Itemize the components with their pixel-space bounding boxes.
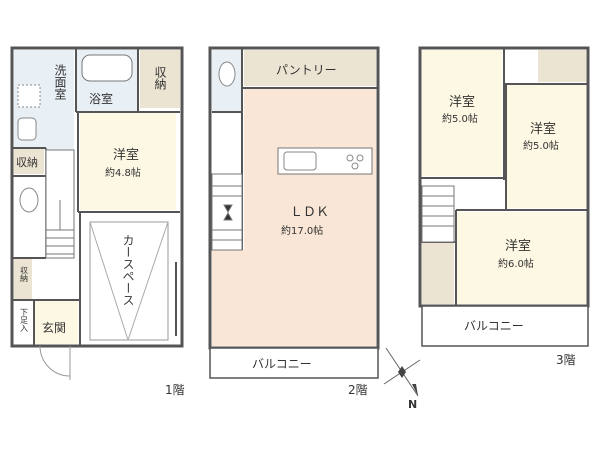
storage-top [140,50,180,108]
sink-icon [283,151,317,171]
room-c-label: 洋室 [505,238,531,254]
floor1-outline [10,46,184,348]
ldk-size: 約17.0帖 [281,224,323,237]
pantry [244,50,376,86]
stairs-floor3 [421,185,455,243]
western-room-a [422,50,502,176]
pantry-label: パントリー [276,63,337,77]
ldk-room [244,88,376,346]
entrance-label: 玄関 [42,320,66,335]
floor-3: 洋室 約5.0帖 洋室 約5.0帖 洋室 約6.0帖 バルコニー 3階 [418,46,590,367]
washbasin-icon [17,117,37,141]
closet-3a [538,50,586,82]
bathroom-label: 浴室 [89,91,113,106]
entrance [34,300,78,344]
floor2-level-label: 2階 [348,382,368,397]
storage-small-label: 収納 [20,265,29,283]
balcony-2-label: バルコニー [252,357,312,371]
western-room-b [506,84,586,208]
western-room-1-label: 洋室 [113,147,139,163]
balcony-3 [421,305,589,347]
western-room-c [456,212,586,304]
storage-top-label: 収納 [153,66,167,90]
car-space [89,221,169,341]
shoe-storage-label: 下足入 [20,308,29,332]
room-c-size: 約6.0帖 [498,257,534,270]
washing-machine-icon [17,84,41,108]
floor-1: 洗面室 浴室 収納 収納 収納 下足入 玄関 洋室 約4.8帖 カースペース 1… [10,46,185,397]
washroom-label: 洗面室 [53,64,67,100]
western-room-1-size: 約4.8帖 [105,166,141,179]
balcony-2 [209,347,379,379]
kitchen-counter [277,147,373,175]
room-b-label: 洋室 [530,121,556,137]
compass-icon [383,347,421,397]
closet-3b [422,242,454,304]
car-space-label: カースペース [121,234,135,306]
room-b-size: 約5.0帖 [523,139,559,152]
stairs-floor1 [45,149,75,259]
floor3-level-label: 3階 [556,352,576,367]
balcony-3-label: バルコニー [464,319,524,333]
bathtub-icon [81,54,133,82]
room-a-label: 洋室 [449,94,475,110]
stove-icon [351,162,359,170]
ldk-label: ＬＤＫ [290,205,329,220]
toilet-icon [19,187,39,213]
floor1-level-label: 1階 [165,382,185,397]
toilet-icon-2 [218,61,236,87]
north-label: N [408,398,417,411]
storage-left [14,148,44,174]
stairs-floor2 [211,173,243,251]
storage-left-label: 収納 [16,156,38,169]
storage-small [14,258,32,300]
floor-2: パントリー ＬＤＫ 約17.0帖 バルコニー 2階 [208,46,380,397]
room-a-size: 約5.0帖 [442,112,478,125]
western-room-1 [80,112,176,210]
